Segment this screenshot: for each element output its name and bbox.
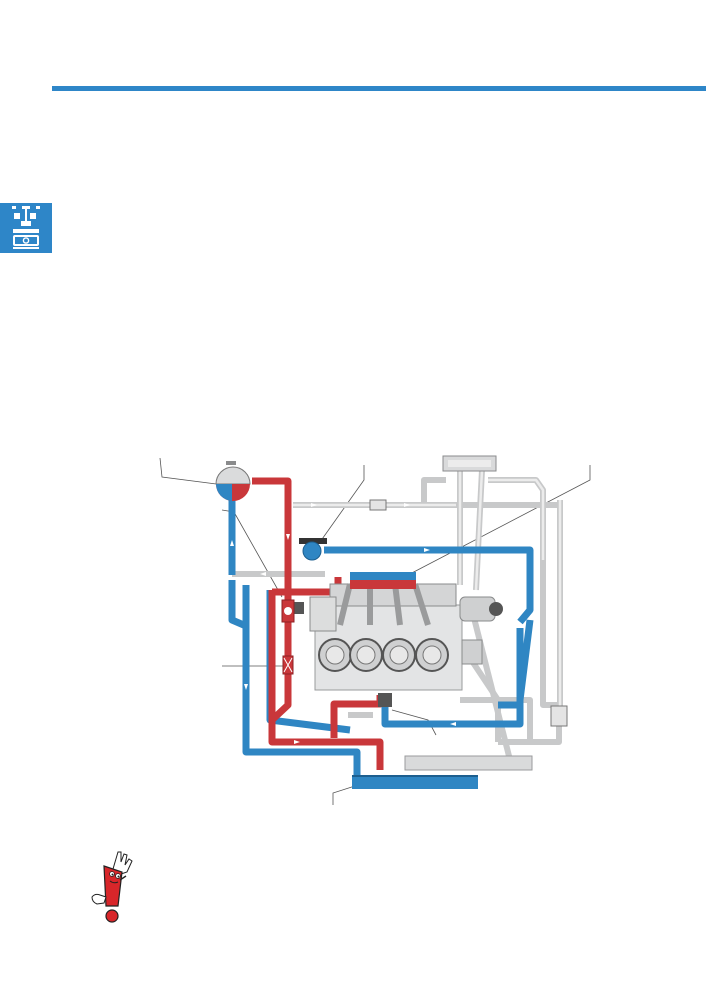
check-valve: [550, 705, 568, 727]
expansion-tank: [215, 461, 251, 501]
section-tab: [0, 203, 52, 253]
intake-cooler: [350, 572, 416, 589]
callout-lines: [159, 457, 591, 805]
thermostat-housing: [294, 596, 337, 632]
restrictor: [282, 655, 294, 675]
engine-section-icon: [12, 206, 40, 249]
passive-lines-inner: [293, 469, 562, 715]
warning-exclamation-mascot-icon: [91, 851, 133, 923]
flow-arrows: [230, 503, 456, 744]
coolant-pump: [299, 538, 327, 561]
engine-block: [314, 583, 503, 691]
outlet-connector: [378, 693, 392, 707]
radiator: [352, 775, 478, 789]
auxiliary-radiator: [404, 755, 533, 771]
header-rule: [52, 86, 706, 91]
cooling-circuit-diagram: [159, 455, 591, 805]
heater-core: [442, 455, 497, 472]
heater-valve: [369, 499, 387, 511]
non-return-valve: [281, 599, 295, 623]
